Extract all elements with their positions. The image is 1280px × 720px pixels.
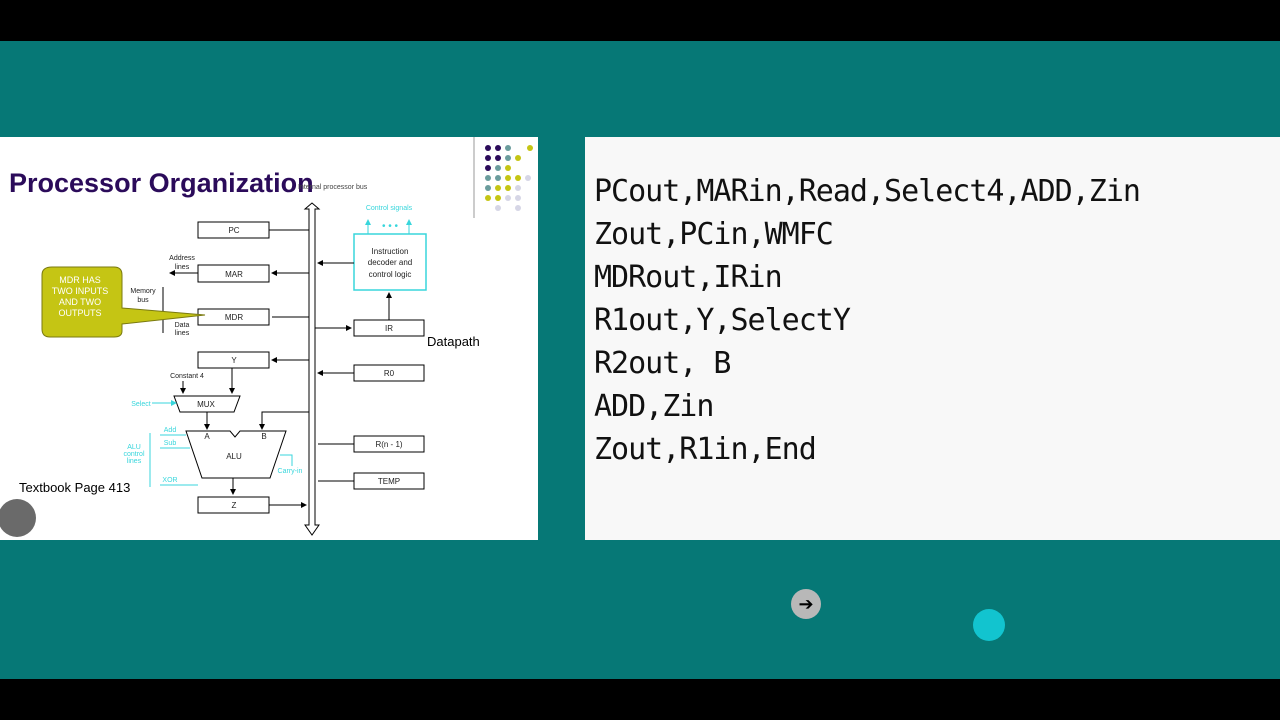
bus-label: Internal processor bus xyxy=(298,184,368,191)
code-line: Zout,PCin,WMFC xyxy=(594,217,834,252)
pc-label: PC xyxy=(228,226,239,235)
data-lines-label: lines xyxy=(175,330,190,337)
y-label: Y xyxy=(231,356,237,365)
z-label: Z xyxy=(232,501,237,510)
code-line: MDRout,IRin xyxy=(594,260,783,295)
decoder-label: Instruction xyxy=(372,247,409,256)
memory-bus-label: Memory xyxy=(130,288,156,295)
textbook-reference: Textbook Page 413 xyxy=(19,480,130,495)
add-label: Add xyxy=(164,427,177,434)
decoder-label: decoder and xyxy=(368,258,412,267)
alu-control-label: ALU xyxy=(127,444,141,451)
data-lines-label: Data xyxy=(175,322,190,329)
mdr-callout: MDR HAS TWO INPUTS AND TWO OUTPUTS xyxy=(41,266,206,338)
control-signals-label: Control signals xyxy=(366,205,413,212)
internal-bus: Internal processor bus xyxy=(298,184,368,536)
sub-label: Sub xyxy=(164,440,177,447)
memory-bus-label: bus xyxy=(137,297,149,304)
control-wires xyxy=(149,219,412,487)
alu xyxy=(185,430,287,479)
alu-a-label: A xyxy=(204,432,210,441)
address-lines-label: lines xyxy=(175,264,190,271)
ir-label: IR xyxy=(385,324,393,333)
carry-in-label: Carry-in xyxy=(278,468,303,475)
code-line: PCout,MARin,Read,Select4,ADD,Zin xyxy=(594,174,1141,209)
r0-label: R0 xyxy=(384,369,395,378)
code-line: Zout,R1in,End xyxy=(594,432,817,467)
processor-diagram: Processor Organization Internal processo… xyxy=(9,137,533,536)
code-line: R1out,Y,SelectY xyxy=(594,303,851,338)
temp-label: TEMP xyxy=(378,477,400,486)
next-button[interactable]: ➔ xyxy=(791,589,821,619)
dot-grid xyxy=(485,145,533,211)
control-sequence-panel: PCout,MARin,Read,Select4,ADD,Zin Zout,PC… xyxy=(585,137,1280,540)
xor-label: XOR xyxy=(162,477,177,484)
google-lens-icon[interactable] xyxy=(0,499,36,537)
wires xyxy=(162,229,392,508)
constant4-label: Constant 4 xyxy=(170,373,204,380)
cursor-indicator xyxy=(973,609,1005,641)
mdr-register xyxy=(197,308,270,326)
mdr-label: MDR xyxy=(225,313,243,322)
callout-text: OUTPUTS xyxy=(58,308,101,318)
arrow-right-icon: ➔ xyxy=(798,593,814,614)
ellipsis-dots: • • • xyxy=(382,221,399,232)
callout-text: TWO INPUTS xyxy=(52,286,109,296)
slide-title: Processor Organization xyxy=(9,168,314,198)
alu-control-label: lines xyxy=(127,458,142,465)
alu-label: ALU xyxy=(226,452,242,461)
rn1-label: R(n - 1) xyxy=(375,440,402,449)
select-label: Select xyxy=(131,401,151,408)
decoder-box xyxy=(353,233,427,291)
code-line: ADD,Zin xyxy=(594,389,714,424)
alu-control-label: control xyxy=(123,451,144,458)
address-lines-label: Address xyxy=(169,255,195,262)
datapath-label: Datapath xyxy=(427,334,480,349)
decoder-label: control logic xyxy=(369,270,412,279)
mar-label: MAR xyxy=(225,270,243,279)
callout-text: AND TWO xyxy=(59,297,101,307)
y-register xyxy=(197,351,270,369)
mux-label: MUX xyxy=(197,400,215,409)
alu-b-label: B xyxy=(261,432,266,441)
mux xyxy=(173,395,241,413)
code-line: R2out, B xyxy=(594,346,731,381)
slide-image: Processor Organization Internal processo… xyxy=(0,137,538,540)
callout-text: MDR HAS xyxy=(59,275,101,285)
